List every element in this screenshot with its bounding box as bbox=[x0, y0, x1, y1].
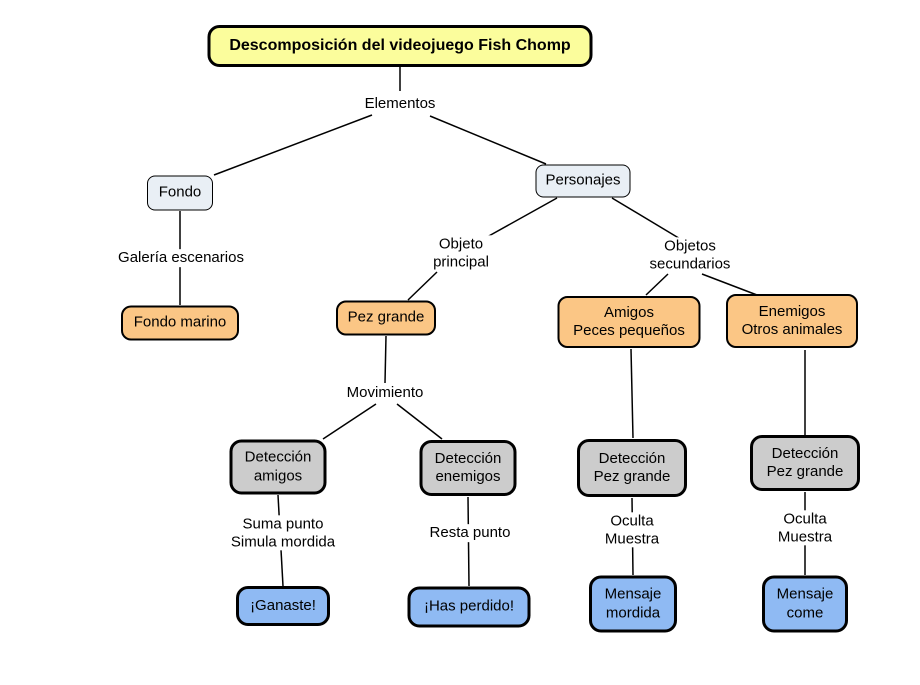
edge-amigos-deteccionpg-izq bbox=[630, 348, 634, 439]
edge-elementos-fondo bbox=[213, 114, 373, 176]
edge-label-galeria-escenarios: Galería escenarios bbox=[115, 249, 247, 267]
edge-movimiento-deteccionamigos bbox=[322, 403, 377, 440]
edge-objetoprincipal-pezgrande bbox=[407, 271, 438, 301]
node-mensaje-come: Mensaje come bbox=[762, 575, 848, 633]
edge-objetossecundarios-enemigos bbox=[701, 273, 758, 296]
node-ganaste: ¡Ganaste! bbox=[236, 586, 330, 626]
edge-label-objeto-principal: Objeto principal bbox=[430, 235, 492, 271]
edge-label-movimiento: Movimiento bbox=[343, 384, 427, 402]
node-deteccion-pez-grande-izq: Detección Pez grande bbox=[577, 439, 687, 497]
edge-movimiento-deteccionenemigos bbox=[396, 403, 443, 440]
node-personajes: Personajes bbox=[535, 164, 631, 198]
edge-objetossecundarios-amigos bbox=[645, 273, 669, 296]
node-pez-grande: Pez grande bbox=[336, 300, 436, 336]
edge-personajes-objetossecundarios bbox=[611, 197, 683, 241]
edge-pezgrande-movimiento bbox=[384, 335, 387, 384]
edge-label-oculta-muestra-izq: Oculta Muestra bbox=[601, 512, 663, 548]
node-amigos-peces-pequenos: Amigos Peces pequeños bbox=[557, 296, 701, 348]
node-has-perdido: ¡Has perdido! bbox=[407, 586, 531, 628]
node-deteccion-enemigos: Detección enemigos bbox=[419, 440, 517, 496]
edge-label-elementos: Elementos bbox=[361, 95, 439, 113]
node-deteccion-pez-grande-der: Detección Pez grande bbox=[750, 435, 860, 491]
node-mensaje-mordida: Mensaje mordida bbox=[589, 575, 677, 633]
node-fondo: Fondo bbox=[147, 175, 213, 211]
edge-label-suma-punto: Suma punto Simula mordida bbox=[227, 515, 339, 551]
edge-label-resta-punto: Resta punto bbox=[426, 524, 514, 542]
node-title: Descomposición del videojuego Fish Chomp bbox=[207, 25, 593, 67]
edge-elementos-personajes bbox=[429, 115, 547, 165]
edge-label-oculta-muestra-der: Oculta Muestra bbox=[774, 510, 836, 546]
node-enemigos-otros-animales: Enemigos Otros animales bbox=[726, 294, 858, 348]
node-fondo-marino: Fondo marino bbox=[121, 305, 239, 341]
node-deteccion-amigos: Detección amigos bbox=[229, 439, 327, 495]
edge-label-objetos-secundarios: Objetos secundarios bbox=[646, 237, 734, 273]
edge-personajes-objetoprincipal bbox=[486, 197, 558, 238]
